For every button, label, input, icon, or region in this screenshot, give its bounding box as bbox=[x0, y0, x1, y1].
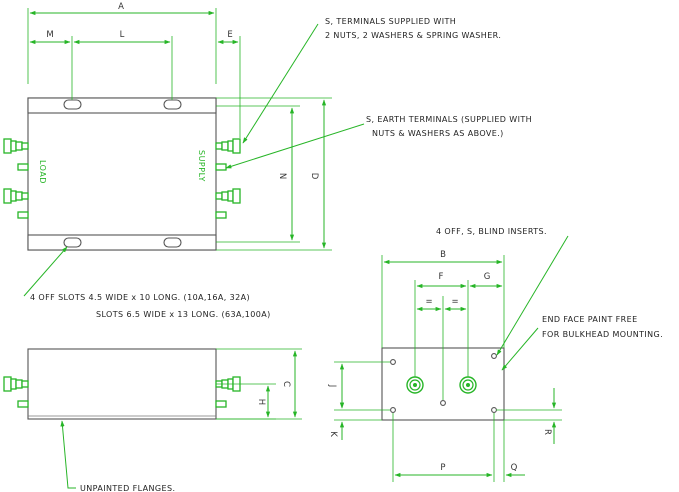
dimension-j-label: J bbox=[327, 384, 337, 388]
earth-leader bbox=[225, 123, 365, 169]
note-terminals-line1: S, TERMINALS SUPPLIED WITH bbox=[325, 17, 456, 26]
blind-insert-top-left bbox=[390, 359, 396, 365]
flanges-leader bbox=[60, 420, 76, 489]
slot-top-right bbox=[163, 99, 182, 110]
top-flange bbox=[27, 97, 217, 114]
dimension-f-label: F bbox=[439, 272, 444, 282]
blind-insert-bottom-left bbox=[390, 407, 396, 413]
note-earth-line1: S, EARTH TERMINALS (SUPPLIED WITH bbox=[366, 115, 532, 124]
slot-bottom-left bbox=[63, 237, 82, 248]
note-end-face-line2: FOR BULKHEAD MOUNTING. bbox=[542, 330, 663, 339]
note-terminals-line2: 2 NUTS, 2 WASHERS & SPRING WASHER. bbox=[325, 31, 501, 40]
blind-insert-bottom-right bbox=[491, 407, 497, 413]
end-face-leader bbox=[501, 327, 539, 371]
filter-body-top bbox=[27, 97, 217, 251]
slot-bottom-right bbox=[163, 237, 182, 248]
supply-terminals bbox=[215, 138, 241, 219]
end-view: B F G = = J K P Q bbox=[327, 235, 569, 482]
note-slots-line2: SLOTS 6.5 WIDE x 13 LONG. (63A,100A) bbox=[96, 310, 271, 319]
note-slots-line1: 4 OFF SLOTS 4.5 WIDE x 10 LONG. (10A,16A… bbox=[30, 293, 250, 302]
dimension-h-label: H bbox=[256, 399, 266, 405]
top-view: LOAD SUPPLY A M L E N D bbox=[3, 2, 365, 297]
note-end-face-line1: END FACE PAINT FREE bbox=[542, 315, 638, 324]
dimension-q-label: Q bbox=[511, 463, 518, 473]
dimension-equal-right-label: = bbox=[451, 297, 458, 307]
blind-inserts-leader bbox=[496, 235, 569, 356]
slots-leader bbox=[23, 246, 68, 297]
terminals-leader bbox=[242, 23, 319, 144]
dimension-n-label: N bbox=[277, 173, 287, 179]
dimension-equal-left-label: = bbox=[425, 297, 432, 307]
load-terminals bbox=[3, 138, 29, 219]
dimension-k-label: K bbox=[328, 431, 338, 437]
bottom-flange bbox=[27, 234, 217, 251]
slot-top-left bbox=[63, 99, 82, 110]
dimension-e-label: E bbox=[227, 30, 232, 40]
supply-label: SUPPLY bbox=[197, 150, 206, 182]
filter-body-side bbox=[27, 348, 217, 420]
side-view: H C bbox=[3, 348, 302, 489]
dimension-m-label: M bbox=[46, 30, 53, 40]
dimension-p-label: P bbox=[440, 463, 445, 473]
dimension-r-label: R bbox=[542, 429, 552, 435]
side-load-terminals bbox=[3, 376, 29, 408]
terminal-right bbox=[459, 376, 477, 394]
note-earth-line2: NUTS & WASHERS AS ABOVE.) bbox=[372, 129, 504, 138]
blind-insert-top-right bbox=[491, 353, 497, 359]
dimension-b-label: B bbox=[440, 250, 446, 260]
terminal-left bbox=[406, 376, 424, 394]
dimension-a-label: A bbox=[118, 2, 124, 12]
dimension-d-label: D bbox=[309, 173, 319, 180]
note-blind-inserts: 4 OFF, S, BLIND INSERTS. bbox=[436, 227, 547, 236]
dimension-c-label: C bbox=[281, 381, 291, 387]
load-label: LOAD bbox=[38, 160, 47, 184]
dimension-g-label: G bbox=[484, 272, 491, 282]
note-flanges: UNPAINTED FLANGES. bbox=[80, 484, 175, 492]
earth-stud bbox=[440, 400, 446, 406]
side-supply-terminals bbox=[215, 376, 241, 408]
dimension-l-label: L bbox=[120, 30, 125, 40]
